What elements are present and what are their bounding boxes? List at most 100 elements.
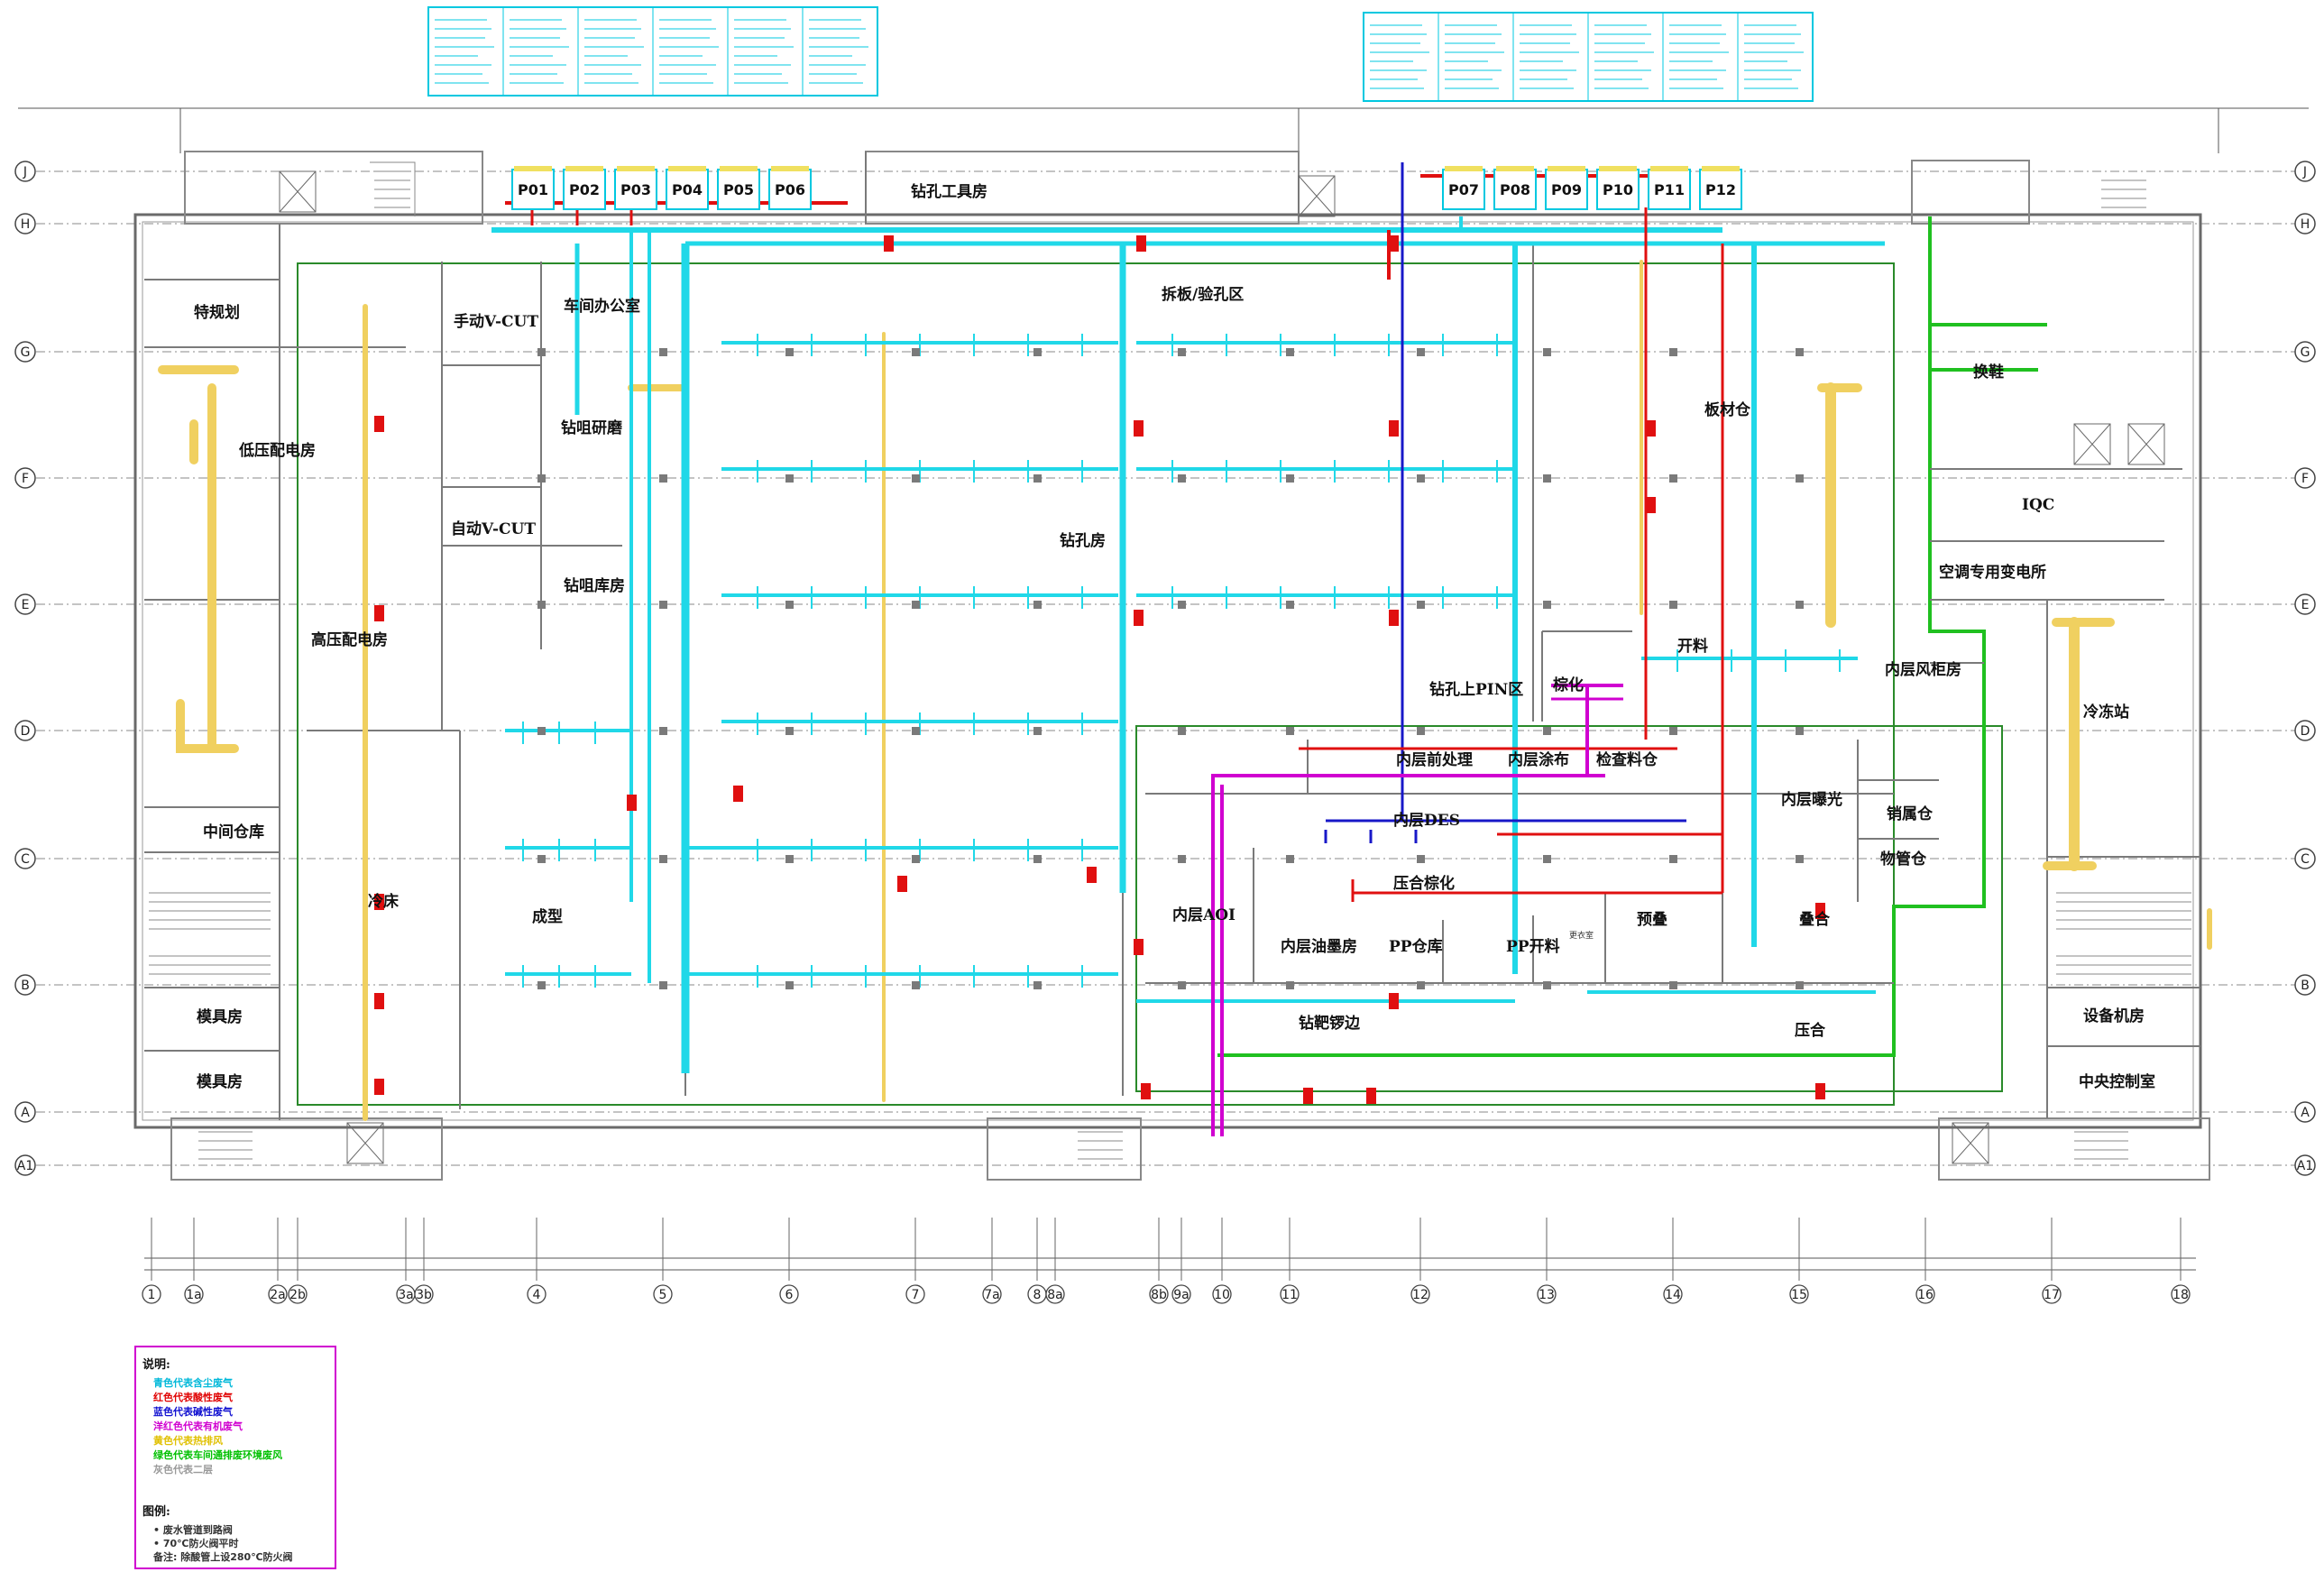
- column-marker: [537, 601, 546, 609]
- column-marker: [1033, 601, 1042, 609]
- room-sales: 销属仓: [1887, 804, 1934, 823]
- axis-bubble: B: [14, 974, 36, 996]
- column-marker: [1796, 855, 1804, 863]
- room-press: 压合: [1795, 1021, 1826, 1040]
- room-inner-fan: 内层风柜房: [1885, 660, 1961, 679]
- column-marker: [537, 855, 546, 863]
- axis-bubble: 17: [2042, 1284, 2062, 1304]
- room-cutting: 开料: [1677, 637, 1708, 656]
- column-marker: [1178, 727, 1186, 735]
- damper-marker: [374, 605, 384, 621]
- column-marker: [1417, 981, 1425, 989]
- stair-blocks: [149, 161, 2191, 1164]
- damper-marker: [733, 786, 743, 802]
- room-inner-aoi: 内层AOI: [1172, 906, 1235, 924]
- axis-label: H: [2301, 217, 2310, 232]
- legend-entry: 灰色代表二层: [153, 1463, 213, 1475]
- column-marker: [1286, 727, 1294, 735]
- axis-label: 15: [1791, 1288, 1807, 1302]
- axis-bubble: 15: [1789, 1284, 1809, 1304]
- column-marker: [912, 601, 920, 609]
- room-mid-store: 中间仓库: [203, 823, 264, 841]
- exhaust-unit: P11: [1648, 166, 1691, 210]
- axis-label: 10: [1214, 1288, 1230, 1302]
- damper-marker: [1389, 610, 1399, 626]
- axis-bubble: D: [14, 720, 36, 741]
- damper-marker: [627, 795, 637, 811]
- axis-label: A1: [17, 1159, 33, 1173]
- axis-label: A: [21, 1106, 30, 1120]
- unit-label: P06: [775, 181, 805, 198]
- unit-label: P12: [1705, 181, 1736, 198]
- column-marker: [1033, 727, 1042, 735]
- legend-symbols-title: 图例:: [142, 1504, 170, 1519]
- room-mold-1: 模具房: [197, 1007, 243, 1026]
- damper-marker: [1087, 867, 1097, 883]
- column-marker: [1543, 855, 1551, 863]
- column-marker: [1417, 601, 1425, 609]
- axis-bubble: 13: [1537, 1284, 1557, 1304]
- axis-bubble: F: [14, 467, 36, 489]
- axis-bubble: G: [14, 341, 36, 363]
- axis-label: 6: [785, 1288, 794, 1302]
- room-drill: 钻孔房: [1060, 531, 1106, 550]
- unit-label: P03: [620, 181, 651, 198]
- column-marker: [1796, 601, 1804, 609]
- axis-bubble: H: [2294, 213, 2316, 234]
- axis-label: G: [2301, 345, 2310, 360]
- damper-marker: [374, 894, 384, 910]
- axis-label: E: [22, 598, 30, 612]
- damper-marker: [1303, 1088, 1313, 1104]
- exhaust-unit: P12: [1699, 166, 1742, 210]
- axis-label: B: [21, 979, 30, 993]
- bottom-dimension: [144, 1257, 2196, 1271]
- axis-label: 2b: [289, 1288, 306, 1302]
- legend-entry: 绿色代表车间通排废环境废风: [153, 1448, 282, 1461]
- axis-label: H: [21, 217, 31, 232]
- column-marker: [785, 348, 794, 356]
- axis-label: 14: [1665, 1288, 1681, 1302]
- unit-label: P11: [1654, 181, 1685, 198]
- axis-label: 18: [2172, 1288, 2189, 1302]
- axis-label: B: [2301, 979, 2310, 993]
- axis-bubble: A: [2294, 1101, 2316, 1123]
- column-marker: [1543, 474, 1551, 483]
- axis-bubble: 1: [142, 1284, 161, 1304]
- axis-bubble: A1: [14, 1154, 36, 1176]
- axis-bubble: B: [2294, 974, 2316, 996]
- unit-label: P09: [1551, 181, 1582, 198]
- axis-label: 2a: [270, 1288, 286, 1302]
- room-stacking: 叠合: [1799, 910, 1831, 929]
- axis-bubble: A1: [2294, 1154, 2316, 1176]
- column-marker: [537, 348, 546, 356]
- axis-bubble: 3b: [414, 1284, 434, 1304]
- axis-label: 3b: [416, 1288, 432, 1302]
- legend-symbol: • 废水管道到路阀: [153, 1523, 233, 1536]
- legend-entry: 蓝色代表碱性废气: [153, 1405, 233, 1418]
- room-control: 中央控制室: [2079, 1072, 2155, 1091]
- column-marker: [659, 855, 667, 863]
- axis-label: J: [23, 165, 27, 179]
- column-marker: [1178, 855, 1186, 863]
- column-marker: [1033, 855, 1042, 863]
- room-pin: 钻孔上PIN区: [1429, 680, 1523, 699]
- column-marker: [1178, 474, 1186, 483]
- axis-label: D: [2301, 724, 2310, 739]
- unit-label: P02: [569, 181, 600, 198]
- damper-marker: [374, 993, 384, 1009]
- damper-marker: [1815, 1083, 1825, 1099]
- axis-label: 12: [1412, 1288, 1428, 1302]
- room-workshop-office: 车间办公室: [564, 297, 640, 316]
- damper-marker: [1646, 497, 1656, 513]
- axis-label: A: [2301, 1106, 2310, 1120]
- axis-label: 7: [912, 1288, 920, 1302]
- axis-label: 1a: [186, 1288, 202, 1302]
- damper-marker: [1136, 235, 1146, 252]
- room-inner-oil: 内层油墨房: [1281, 937, 1357, 956]
- axis-bubble: A: [14, 1101, 36, 1123]
- legend-entry: 红色代表酸性废气: [153, 1391, 233, 1403]
- axis-bubble: 8: [1027, 1284, 1047, 1304]
